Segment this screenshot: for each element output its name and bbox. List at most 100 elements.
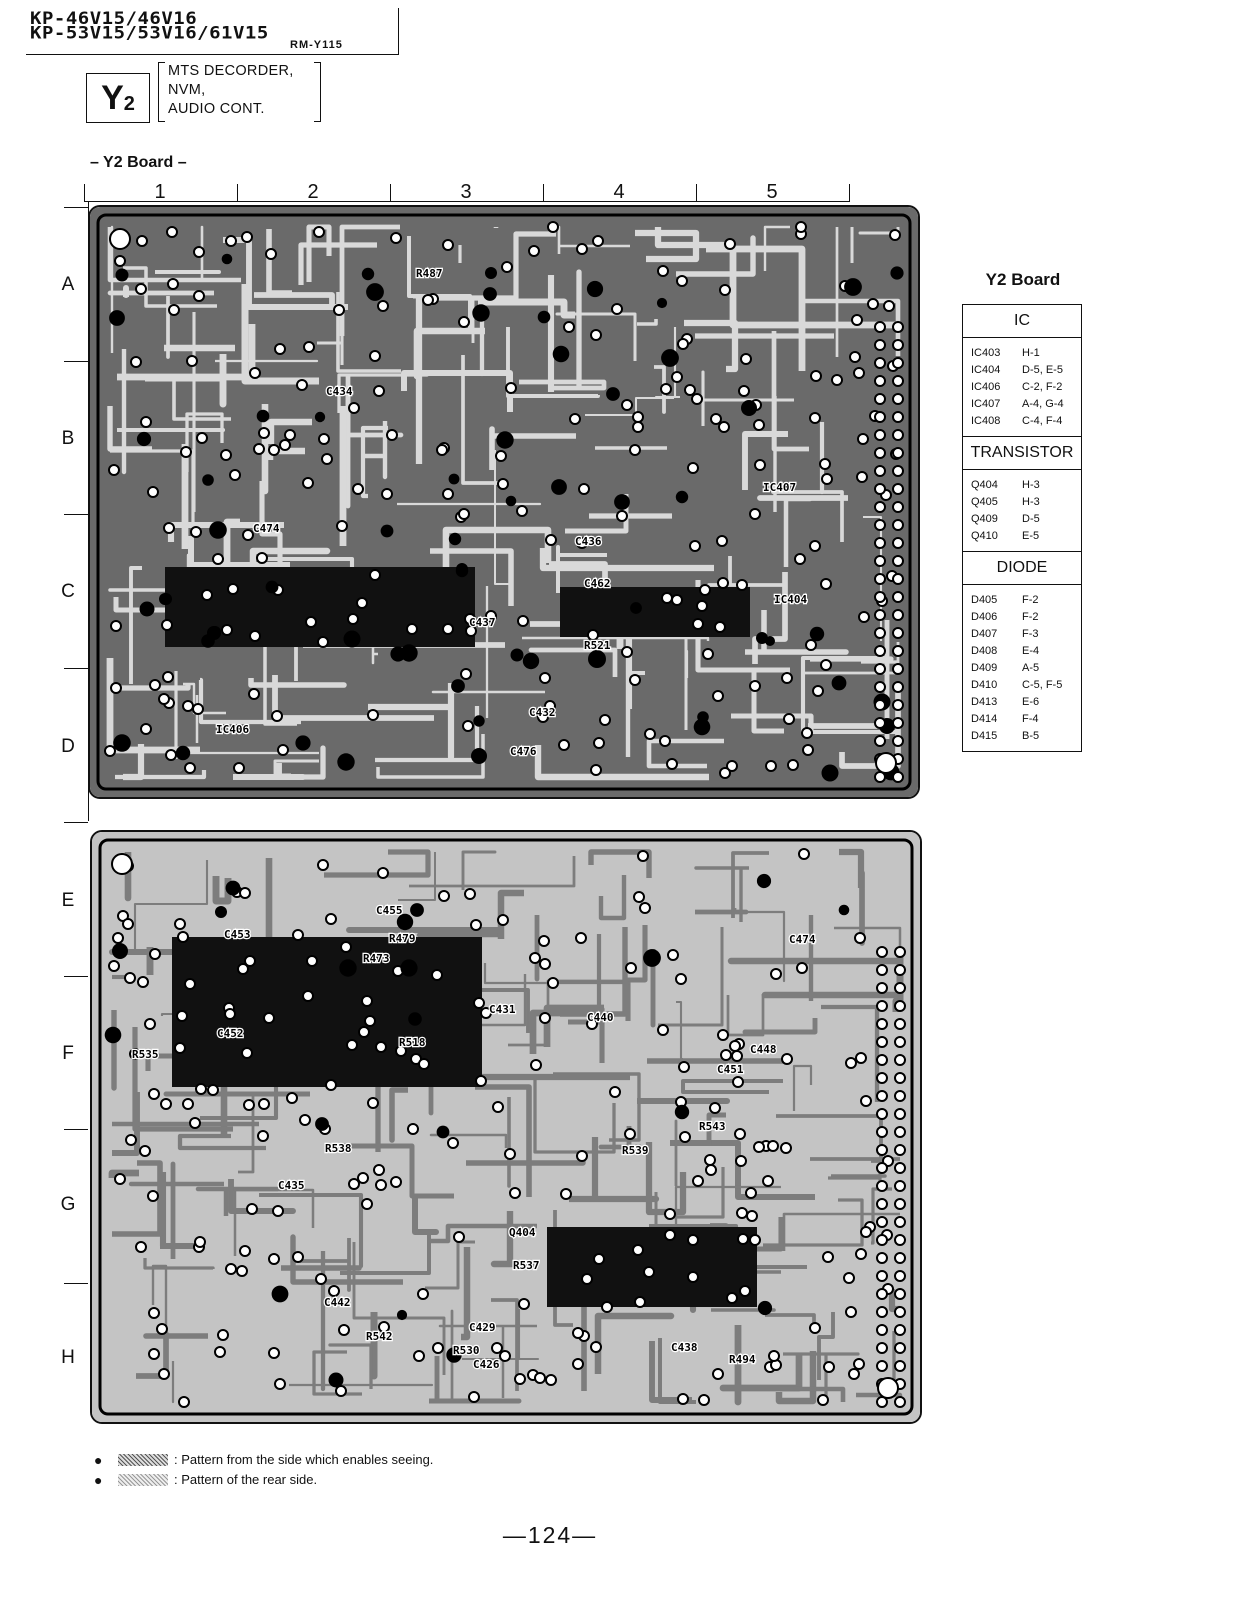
- solder-pad: [108, 464, 120, 476]
- pcb-trace: [107, 406, 152, 452]
- header-pin: [894, 1288, 906, 1300]
- solder-pad: [587, 629, 599, 641]
- pcb-trace: [430, 548, 514, 606]
- solder-pad: [820, 659, 832, 671]
- solder-joint: [552, 345, 570, 363]
- solder-pad: [386, 429, 398, 441]
- pcb-trace: [534, 745, 709, 781]
- page-number: —124—: [502, 1522, 598, 1548]
- header-pin: [874, 393, 886, 405]
- solder-pad: [272, 1205, 284, 1217]
- solder-pad: [644, 728, 656, 740]
- pcb-trace: [585, 397, 674, 416]
- header-pin: [894, 1108, 906, 1120]
- solder-pad: [632, 411, 644, 423]
- solder-pad: [239, 887, 251, 899]
- pcb-trace: [273, 759, 319, 777]
- header-pin: [892, 501, 904, 513]
- solder-pad: [149, 948, 161, 960]
- solder-pad: [845, 1057, 857, 1069]
- solder-pad: [712, 1368, 724, 1380]
- row-label: H: [61, 1347, 75, 1368]
- solder-pad: [174, 918, 186, 930]
- solder-pad: [537, 711, 549, 723]
- component-designator: R521: [584, 639, 611, 652]
- component-ref: IC404: [971, 364, 1001, 376]
- solder-joint: [104, 1026, 122, 1044]
- solder-pad: [193, 290, 205, 302]
- pcb-trace: [839, 848, 865, 888]
- solder-pad: [857, 433, 869, 445]
- solder-pad: [182, 700, 194, 712]
- pcb-trace: [298, 242, 377, 285]
- pcb-trace: [776, 1114, 883, 1163]
- pcb-trace: [115, 770, 207, 780]
- component-loc: C-2, F-2: [1022, 381, 1063, 393]
- solder-joint: [844, 278, 862, 296]
- pcb-trace: [412, 1194, 439, 1235]
- header-pin: [892, 645, 904, 657]
- solder-pad: [671, 594, 683, 606]
- solder-pad: [661, 592, 673, 604]
- pcb-trace: [489, 426, 576, 470]
- solder-pad: [468, 1391, 480, 1403]
- header-pin: [874, 645, 886, 657]
- solder-pad: [442, 623, 454, 635]
- column-label: 2: [307, 181, 319, 203]
- solder-joint: [757, 1300, 773, 1316]
- solder-pad: [306, 955, 318, 967]
- component-designator: C442: [324, 1296, 351, 1309]
- pcb-trace: [272, 675, 434, 721]
- pcb-trace: [694, 866, 749, 922]
- solder-pad: [687, 462, 699, 474]
- solder-pad: [195, 1083, 207, 1095]
- solder-pad: [738, 385, 750, 397]
- solder-pad: [274, 1378, 286, 1390]
- solder-pad: [480, 1007, 492, 1019]
- pcb-trace: [389, 1087, 408, 1143]
- solder-pad: [509, 1187, 521, 1199]
- pcb-trace: [129, 566, 142, 684]
- header-pin: [894, 1270, 906, 1282]
- solder-pad: [717, 577, 729, 589]
- header-pin: [874, 519, 886, 531]
- solder-pad: [244, 955, 256, 967]
- solder-pad: [714, 621, 726, 633]
- solder-pad: [163, 522, 175, 534]
- solder-pad: [438, 890, 450, 902]
- pcb-trace: [533, 1074, 616, 1154]
- legend-swatch-rear: [118, 1474, 168, 1486]
- component-designator: R543: [699, 1120, 726, 1133]
- pcb-trace: [106, 658, 200, 754]
- header-pin: [892, 663, 904, 675]
- solder-pad: [538, 935, 550, 947]
- pcb-trace: [296, 745, 326, 780]
- pcb-trace: [834, 926, 902, 946]
- solder-pad: [367, 709, 379, 721]
- pcb-trace: [771, 490, 844, 542]
- solder-pad: [516, 505, 528, 517]
- header-pin: [892, 357, 904, 369]
- solder-pad: [497, 914, 509, 926]
- solder-pad: [122, 918, 134, 930]
- pcb-trace: [185, 412, 224, 472]
- solder-pad: [258, 427, 270, 439]
- component-designator: C474: [789, 933, 816, 946]
- solder-pad: [357, 1172, 369, 1184]
- solder-pad: [190, 526, 202, 538]
- description-line: NVM,: [168, 82, 206, 98]
- solder-pad: [338, 1324, 350, 1336]
- header-pin: [894, 1180, 906, 1192]
- header-pin: [876, 1036, 888, 1048]
- solder-pad: [802, 744, 814, 756]
- solder-pad: [770, 968, 782, 980]
- column-label: 3: [460, 181, 472, 203]
- solder-joint: [446, 1347, 462, 1363]
- column-tick: [849, 184, 850, 202]
- solder-pad: [407, 1123, 419, 1135]
- solder-pad: [162, 671, 174, 683]
- solder-pad: [176, 1010, 188, 1022]
- solder-pad: [749, 680, 761, 692]
- solder-pad: [657, 1024, 669, 1036]
- component-ref: D406: [971, 611, 998, 623]
